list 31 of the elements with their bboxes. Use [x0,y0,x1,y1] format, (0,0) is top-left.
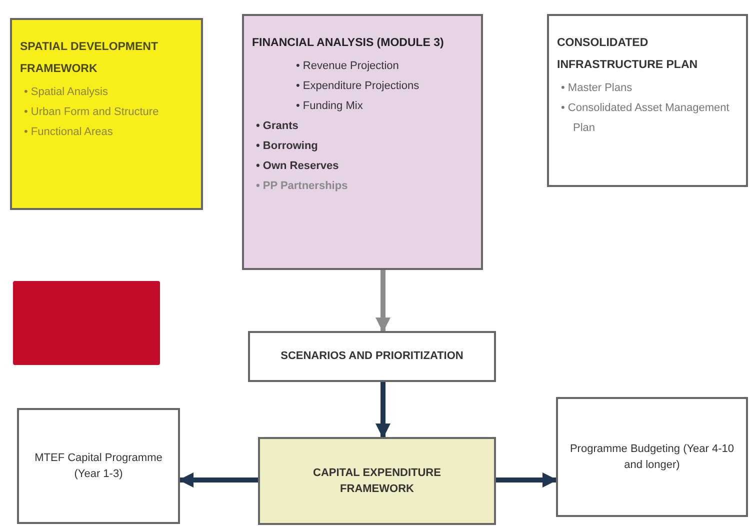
bullet-item: • Urban Form and Structure [24,105,160,120]
box-heading: FINANCIAL ANALYSIS (MODULE 3) [252,36,445,51]
arrow [376,270,390,332]
box-label: SCENARIOS AND PRIORITIZATION [280,349,464,364]
analysis-box [242,14,483,270]
box-label: Programme Budgeting (Year 4-10 and longer) [568,442,736,473]
plan-box [547,14,748,187]
arrow [496,472,558,488]
box-heading: SPATIAL DEVELOPMENT FRAMEWORK [20,40,160,77]
bullet-item: • Funding Mix [296,99,364,114]
bullet-item: • Expenditure Projections [296,79,420,94]
bullet-item: • Own Reserves [256,159,340,174]
arrow [178,472,258,488]
box-heading: CONSOLIDATED INFRASTRUCTURE PLAN [557,36,699,73]
bullet-item: • Spatial Analysis [24,85,109,100]
framework-box [10,18,203,210]
process-box [258,437,496,525]
bullet-item: • Functional Areas [24,125,114,140]
box-label: CAPITAL EXPENDITURE FRAMEWORK [312,466,442,497]
process-box [556,397,748,517]
bullet-item: • PP Partnerships [256,179,349,194]
bullet-item: • Borrowing [256,139,319,154]
arrow [376,382,390,438]
process-box [248,331,496,382]
bullet-item: • Consolidated Asset Management Plan [561,101,730,136]
process-box [17,408,180,524]
bullet-item: • Grants [256,119,300,134]
filled-box [13,281,160,365]
box-label: MTEF Capital Programme (Year 1-3) [34,450,164,482]
bullet-item: • Master Plans [561,81,634,96]
bullet-item: • Revenue Projection [296,59,400,74]
